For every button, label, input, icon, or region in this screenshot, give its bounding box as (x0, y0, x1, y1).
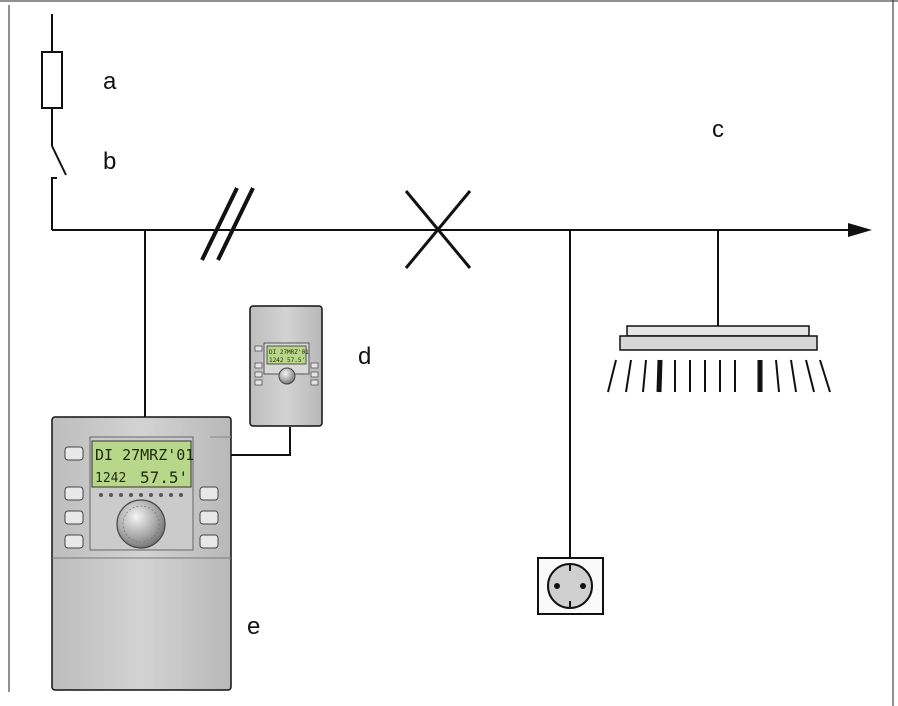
controller-button-left-1 (65, 447, 83, 460)
room-unit-connection (231, 427, 290, 455)
controller-button-left-2 (65, 487, 83, 500)
main-bus-line (52, 223, 872, 237)
label-e: e (247, 613, 260, 640)
ceiling-lamp (608, 326, 830, 392)
controller-lcd-line2: 1242 (95, 471, 126, 486)
controller-button-left-3 (65, 511, 83, 524)
double-slash-mark (202, 188, 253, 260)
label-b: b (103, 148, 116, 175)
controller-button-left-4 (65, 535, 83, 548)
controller-knob (117, 500, 165, 548)
controller-button-right-1 (200, 487, 218, 500)
room-unit-lcd-line2: 1242 57.5' (269, 357, 305, 364)
room-unit-device: DI 27MRZ'01 1242 57.5' (250, 306, 322, 426)
controller-button-right-2 (200, 511, 218, 524)
arrow-head (848, 223, 872, 237)
wall-socket (538, 558, 603, 614)
controller-lcd-line1: DI 27MRZ'01 (95, 446, 194, 464)
heating-controller: DI 27MRZ'01 1242 57.5' (52, 417, 231, 690)
controller-button-right-3 (200, 535, 218, 548)
switch-symbol (52, 146, 66, 230)
label-a: a (103, 68, 117, 95)
fuse-symbol (42, 52, 62, 108)
controller-lcd-line3: 57.5' (140, 468, 188, 487)
label-d: d (358, 343, 371, 370)
room-unit-lcd-line1: DI 27MRZ'01 (269, 349, 309, 356)
room-unit-knob (279, 368, 295, 384)
label-c: c (712, 116, 724, 143)
